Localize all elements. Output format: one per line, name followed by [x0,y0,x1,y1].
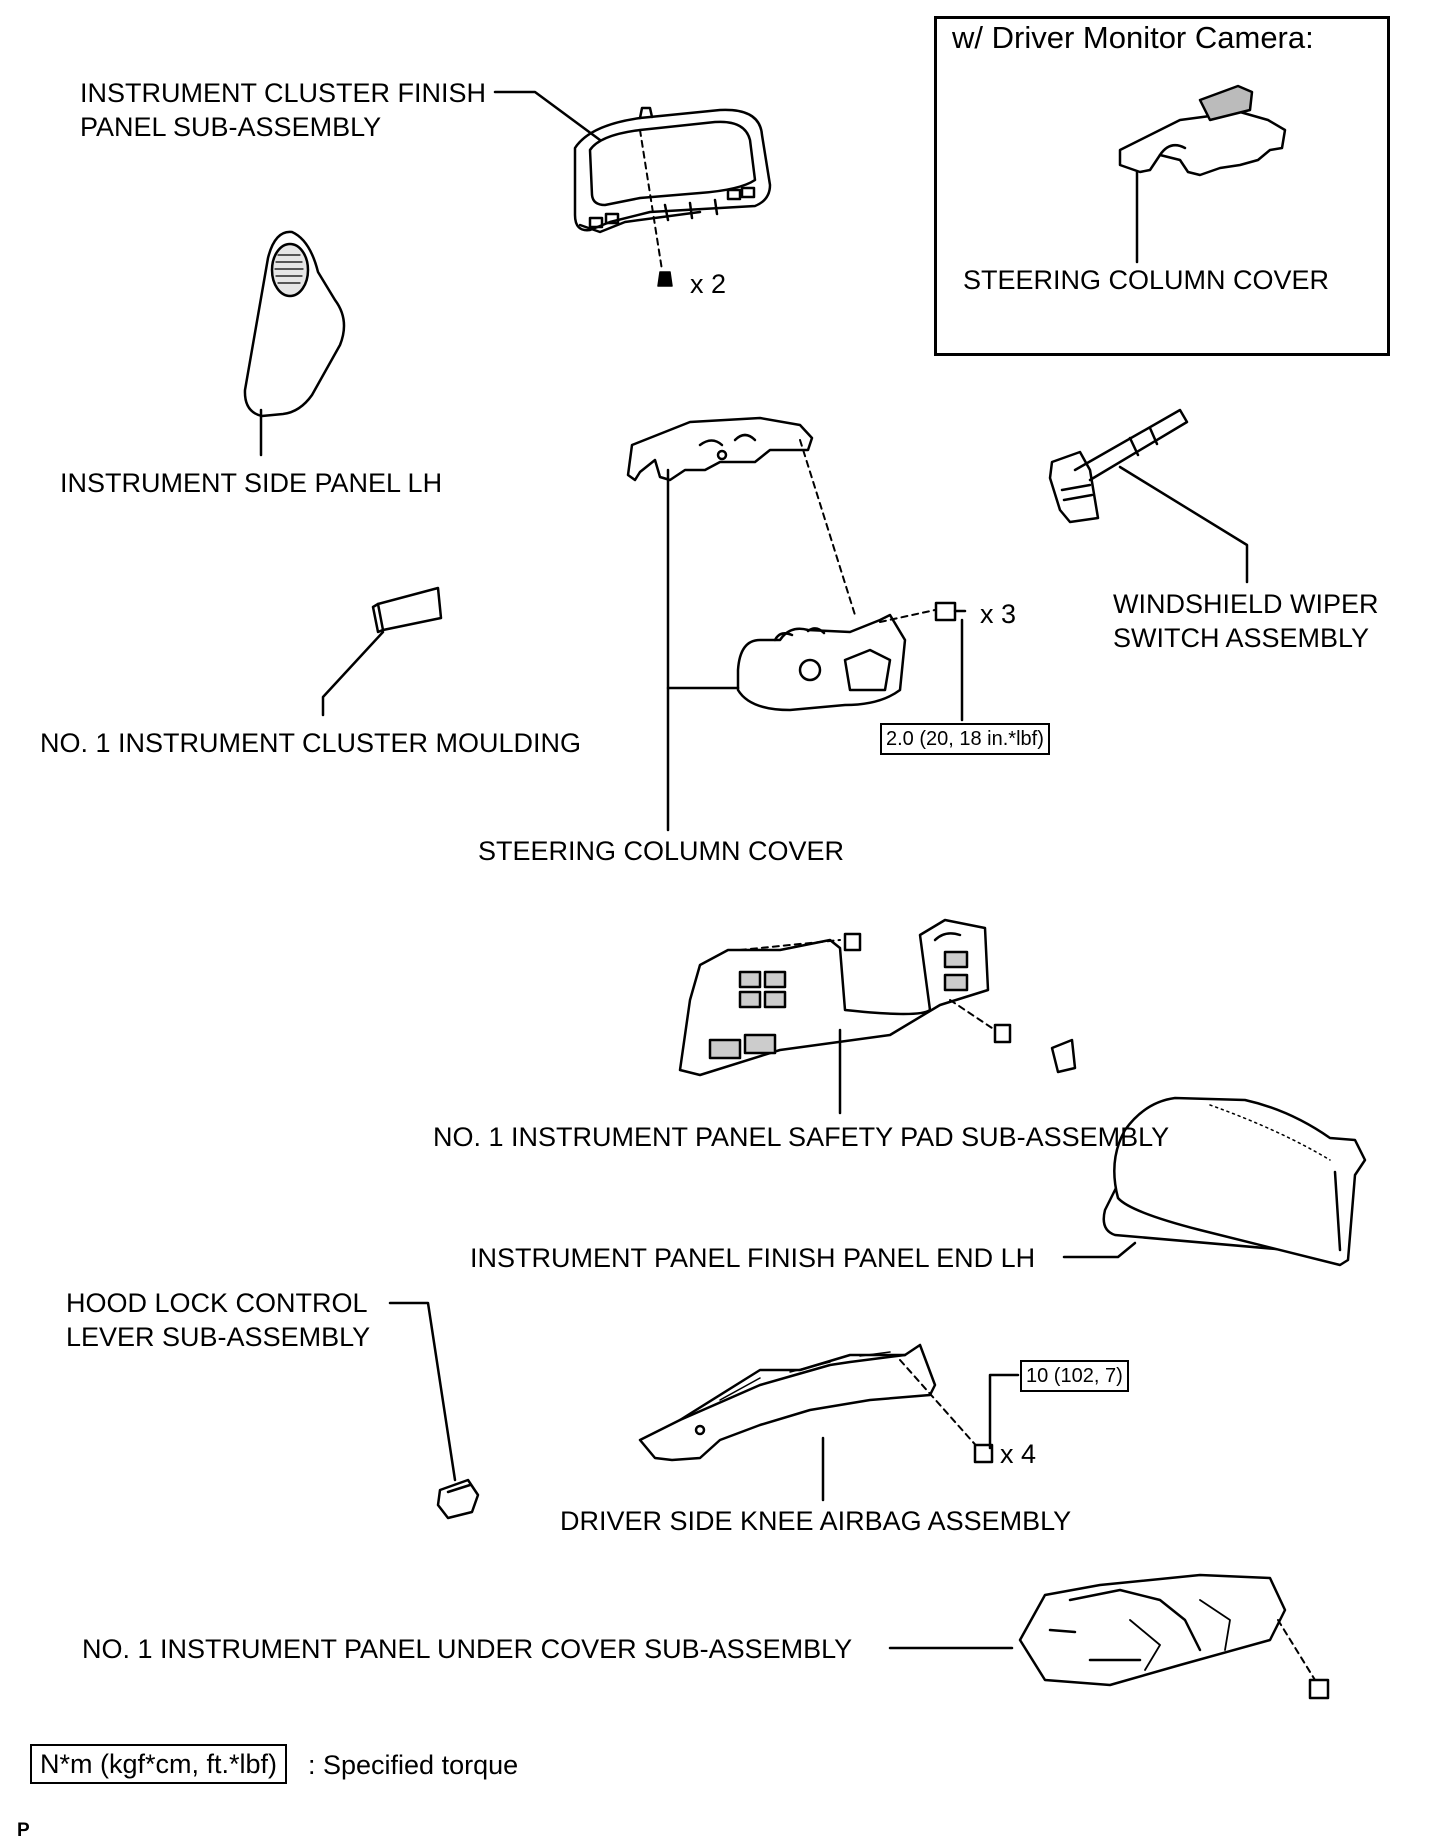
bolt-icon [1308,1678,1330,1700]
column-cover-torque-spec: 2.0 (20, 18 in.*lbf) [880,723,1050,755]
knee-airbag-torque-spec: 10 (102, 7) [1020,1360,1129,1392]
instrument-side-panel-lh-drawing [243,230,346,418]
finish-panel-end-lh-drawing [1102,1096,1367,1267]
cluster-finish-panel-label: INSTRUMENT CLUSTER FINISH PANEL SUB-ASSE… [80,78,487,142]
safety-pad-label: NO. 1 INSTRUMENT PANEL SAFETY PAD SUB-AS… [433,1122,1170,1152]
airbag-bolt-quantity: x 4 [1000,1439,1037,1469]
steering-column-cover-label: STEERING COLUMN COVER [478,836,845,866]
cluster-moulding-drawing [371,586,443,634]
trim-clip-drawing [1050,1038,1077,1074]
inset-title: w/ Driver Monitor Camera: [952,20,1314,55]
bolt-icon [843,932,862,952]
bolt-icon [993,1023,1012,1044]
finish-panel-end-label: INSTRUMENT PANEL FINISH PANEL END LH [470,1243,1036,1273]
side-panel-label: INSTRUMENT SIDE PANEL LH [60,468,443,498]
wiper-switch-label: WINDSHIELD WIPER SWITCH ASSEMBLY [1113,589,1379,653]
column-screw-quantity: x 3 [980,599,1017,629]
knee-airbag-label: DRIVER SIDE KNEE AIRBAG ASSEMBLY [560,1506,1072,1536]
screw-icon [934,601,957,622]
clip-icon [657,271,673,287]
inset-steering-column-cover-drawing [1118,84,1287,177]
steering-column-cover-lower-drawing [736,613,907,712]
torque-legend-unit: N*m (kgf*cm, ft.*lbf) [30,1744,288,1784]
instrument-cluster-finish-panel-drawing [573,106,772,234]
inset-steering-column-cover-label: STEERING COLUMN COVER [963,265,1330,295]
windshield-wiper-switch-drawing [1048,408,1189,524]
under-cover-drawing [1018,1573,1287,1687]
cluster-clip-quantity: x 2 [690,269,727,299]
illustration-code: P [17,1820,30,1841]
under-cover-label: NO. 1 INSTRUMENT PANEL UNDER COVER SUB-A… [82,1634,853,1664]
driver-monitor-camera-inset [934,16,1390,356]
safety-pad-drawing [678,918,990,1077]
bolt-icon [973,1443,994,1464]
hood-lock-lever-drawing [436,1478,480,1520]
torque-legend-description: : Specified torque [308,1750,519,1780]
steering-column-cover-upper-drawing [626,416,814,482]
cluster-moulding-label: NO. 1 INSTRUMENT CLUSTER MOULDING [40,728,582,758]
hood-lock-lever-label: HOOD LOCK CONTROL LEVER SUB-ASSEMBLY [66,1288,371,1352]
knee-airbag-drawing [638,1343,937,1462]
